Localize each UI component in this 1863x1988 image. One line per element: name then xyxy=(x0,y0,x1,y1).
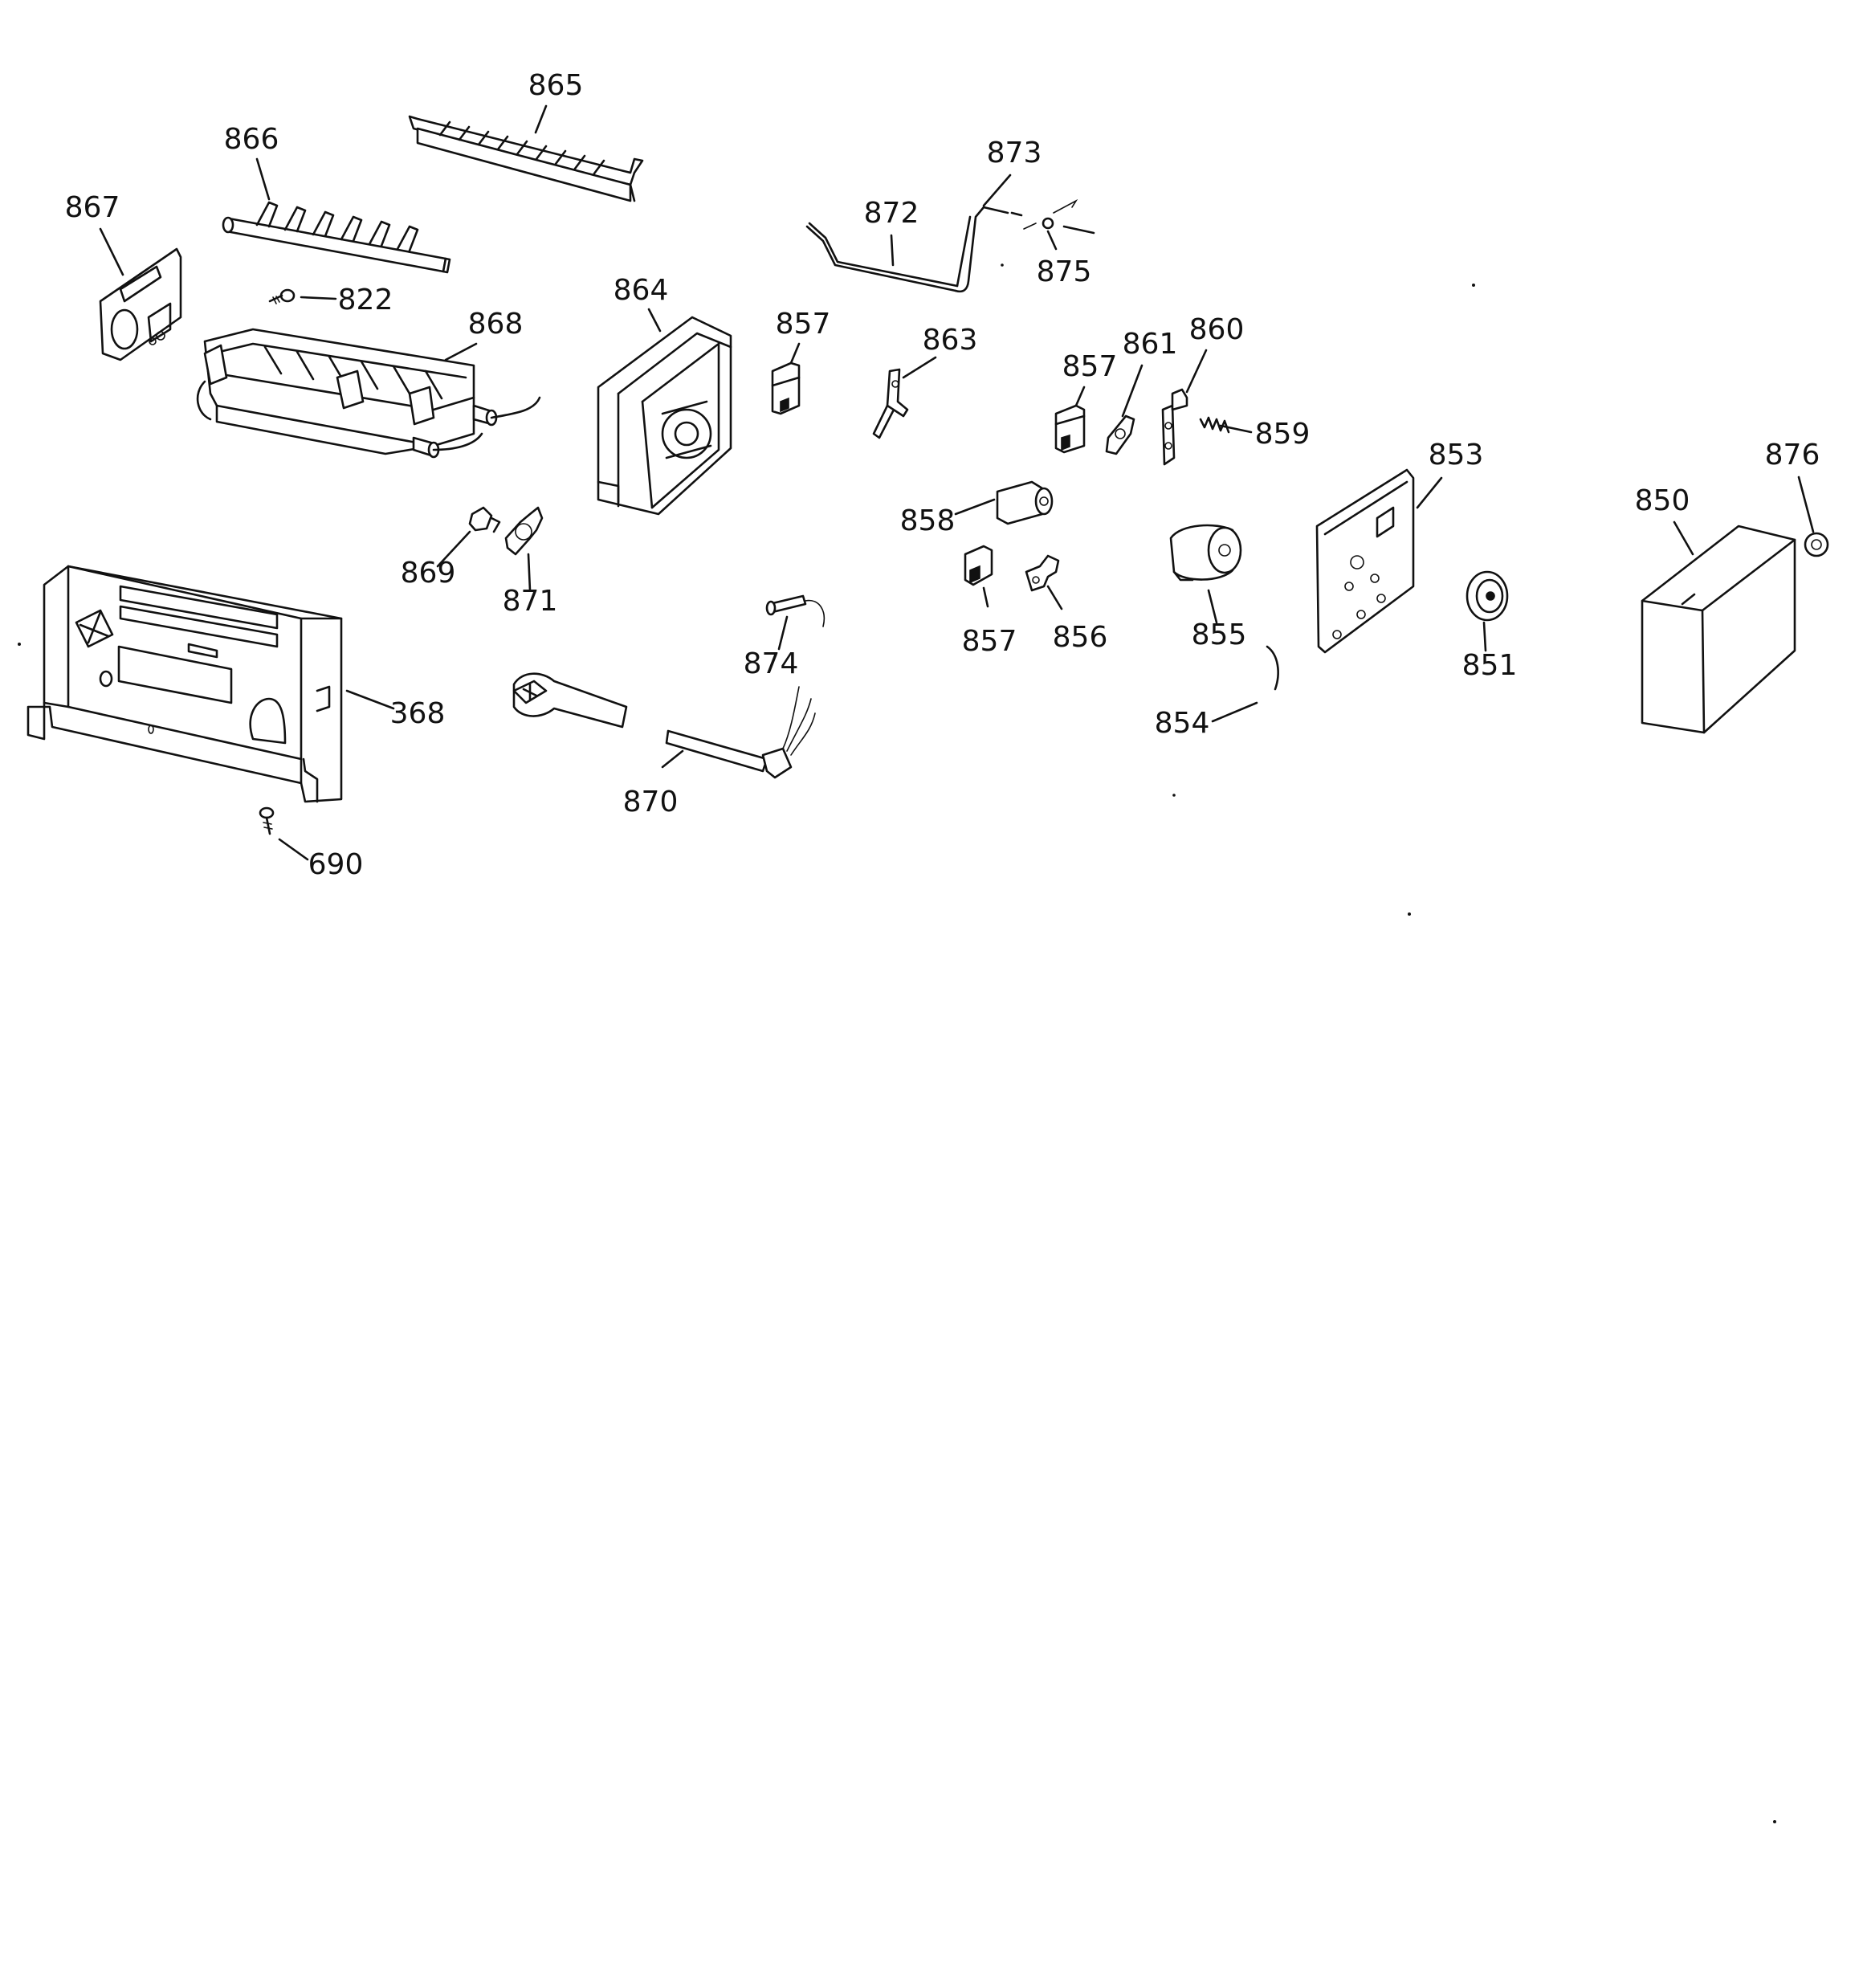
leader-869 xyxy=(436,530,471,568)
leader-853 xyxy=(1416,476,1443,509)
leader-874 xyxy=(777,615,789,651)
leader-876 xyxy=(1797,476,1815,533)
callout-858: 858 xyxy=(900,504,956,537)
part-822-screw xyxy=(268,288,296,304)
leader-867 xyxy=(99,227,124,276)
leader-868 xyxy=(444,342,478,361)
part-876-nut xyxy=(1804,532,1829,557)
leader-871 xyxy=(527,553,532,592)
leader-861 xyxy=(1121,364,1143,418)
callout-864: 864 xyxy=(614,274,669,307)
callout-863: 863 xyxy=(923,324,978,357)
part-875-clip xyxy=(1023,198,1095,235)
part-853-plate xyxy=(1315,468,1415,654)
part-856-clip xyxy=(1025,554,1060,592)
part-854-clip xyxy=(1266,645,1279,691)
callout-874: 874 xyxy=(744,647,799,680)
leader-859 xyxy=(1219,424,1253,434)
callout-870: 870 xyxy=(623,786,679,818)
leader-368 xyxy=(345,689,395,710)
leader-822 xyxy=(300,296,337,300)
part-867-bracket xyxy=(99,247,182,361)
callout-856: 856 xyxy=(1053,621,1108,654)
leader-851 xyxy=(1482,621,1487,652)
part-874-screw xyxy=(765,594,825,627)
part-851-gear xyxy=(1466,570,1509,622)
callout-873: 873 xyxy=(987,137,1042,169)
leader-875 xyxy=(1046,230,1058,251)
callout-866: 866 xyxy=(224,123,279,156)
callout-859: 859 xyxy=(1255,418,1311,451)
callout-861: 861 xyxy=(1123,328,1178,361)
callout-868: 868 xyxy=(468,308,524,341)
part-850-cover xyxy=(1641,525,1796,734)
leader-850 xyxy=(1673,520,1694,556)
part-855-motor xyxy=(1169,524,1242,582)
part-857-switch-a xyxy=(771,361,801,415)
part-864-housing xyxy=(597,316,732,516)
scan-specks xyxy=(17,263,1777,1824)
part-868-ice-mold xyxy=(196,328,541,459)
leader-860 xyxy=(1185,349,1208,394)
callout-876: 876 xyxy=(1765,439,1820,471)
leader-873 xyxy=(982,173,1012,207)
leader-857a xyxy=(789,342,801,365)
callout-368: 368 xyxy=(390,697,446,730)
leader-855 xyxy=(1207,589,1218,624)
part-858-thermostat xyxy=(996,480,1054,525)
part-870-harness xyxy=(512,672,816,779)
part-859-spring xyxy=(1199,416,1230,434)
leader-872 xyxy=(890,234,895,267)
part-860-bracket xyxy=(1161,388,1188,466)
callout-869: 869 xyxy=(401,557,456,590)
part-690-screw xyxy=(259,806,275,835)
leader-858 xyxy=(954,498,996,516)
part-857-switch-c xyxy=(964,545,993,586)
part-872-feeler-arm xyxy=(805,206,1023,293)
callout-860: 860 xyxy=(1189,313,1245,346)
callout-857a: 857 xyxy=(776,308,831,341)
callout-850: 850 xyxy=(1635,484,1690,517)
leader-866 xyxy=(255,157,271,201)
callout-872: 872 xyxy=(864,197,919,230)
part-368-support xyxy=(26,565,343,803)
leader-865 xyxy=(534,104,548,134)
part-869-bushing xyxy=(468,506,501,533)
leader-690 xyxy=(278,838,309,861)
callout-690: 690 xyxy=(308,848,364,881)
leader-863 xyxy=(902,356,937,379)
callout-857b: 857 xyxy=(1062,350,1118,383)
leader-854 xyxy=(1211,701,1258,723)
part-871-cam xyxy=(504,506,544,556)
callout-875: 875 xyxy=(1037,255,1092,288)
callout-857c: 857 xyxy=(962,625,1017,658)
part-863-lever xyxy=(872,368,909,439)
leader-856 xyxy=(1046,585,1063,610)
callout-855: 855 xyxy=(1192,618,1247,651)
part-857-switch-b xyxy=(1054,404,1086,454)
part-861-plate xyxy=(1105,414,1135,455)
part-866-ejector xyxy=(222,201,451,274)
leader-857c xyxy=(982,586,989,608)
callout-865: 865 xyxy=(528,69,584,102)
leader-857b xyxy=(1074,386,1086,407)
callout-854: 854 xyxy=(1155,707,1210,740)
callout-853: 853 xyxy=(1429,439,1484,471)
callout-851: 851 xyxy=(1462,649,1518,682)
part-865-stripper xyxy=(408,115,644,202)
leader-870 xyxy=(661,749,684,769)
leader-864 xyxy=(647,308,662,333)
callout-867: 867 xyxy=(65,191,120,224)
callout-822: 822 xyxy=(338,284,393,316)
